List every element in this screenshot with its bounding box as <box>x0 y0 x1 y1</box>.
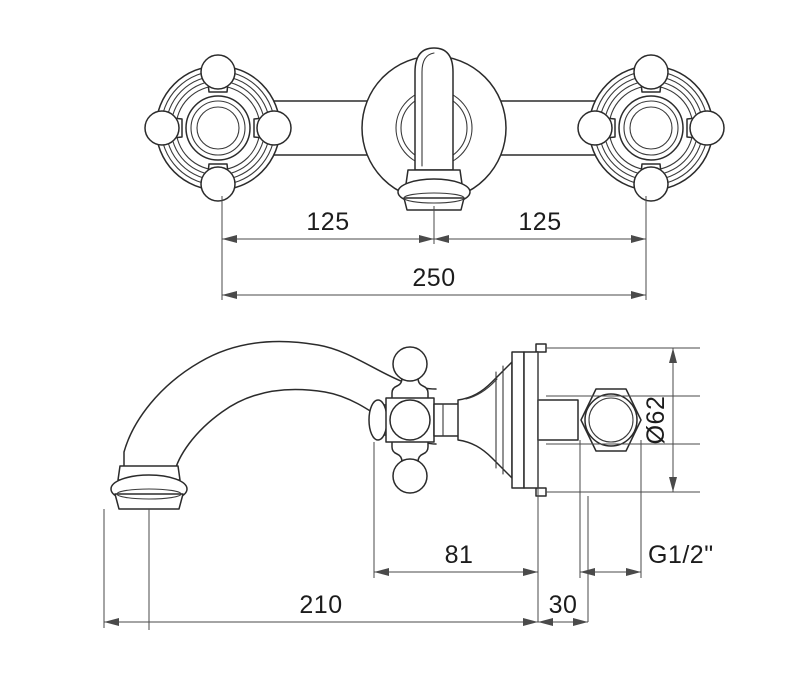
dim-label-210: 210 <box>299 591 342 619</box>
front-view <box>144 47 725 211</box>
hex-inlet-fitting <box>537 388 642 452</box>
dim-label-125-right: 125 <box>518 208 561 236</box>
dimension-250: 250 <box>222 264 646 299</box>
dimension-125-right: 125 <box>434 208 646 243</box>
dim-label-diameter-62: Ø62 <box>642 396 670 445</box>
dimension-81: 81 <box>374 541 538 576</box>
left-cross-handle[interactable] <box>144 54 292 202</box>
conical-escutcheon <box>457 361 513 479</box>
spout-aerator <box>110 465 188 630</box>
side-cross-handle[interactable] <box>368 346 463 494</box>
dim-label-81: 81 <box>445 541 474 569</box>
dim-label-30: 30 <box>549 591 578 619</box>
dim-label-250: 250 <box>412 264 455 292</box>
wall-mounting-plate <box>511 343 547 497</box>
dimension-diameter-62: Ø62 <box>642 348 677 492</box>
front-view-dimensions: 125 125 250 <box>221 196 647 300</box>
dim-label-125-left: 125 <box>306 208 349 236</box>
side-view <box>110 340 642 630</box>
dimension-210: 210 <box>104 591 538 626</box>
dimension-thread-g-half: G1/2" <box>580 541 714 576</box>
right-cross-handle[interactable] <box>577 54 725 202</box>
dimension-125-left: 125 <box>222 208 434 243</box>
center-spout-rosette <box>361 47 507 211</box>
dim-label-thread-g-half: G1/2" <box>648 541 714 569</box>
side-view-dimensions: Ø62 81 G1/2" 210 <box>103 347 714 628</box>
dimension-30: 30 <box>538 591 588 626</box>
